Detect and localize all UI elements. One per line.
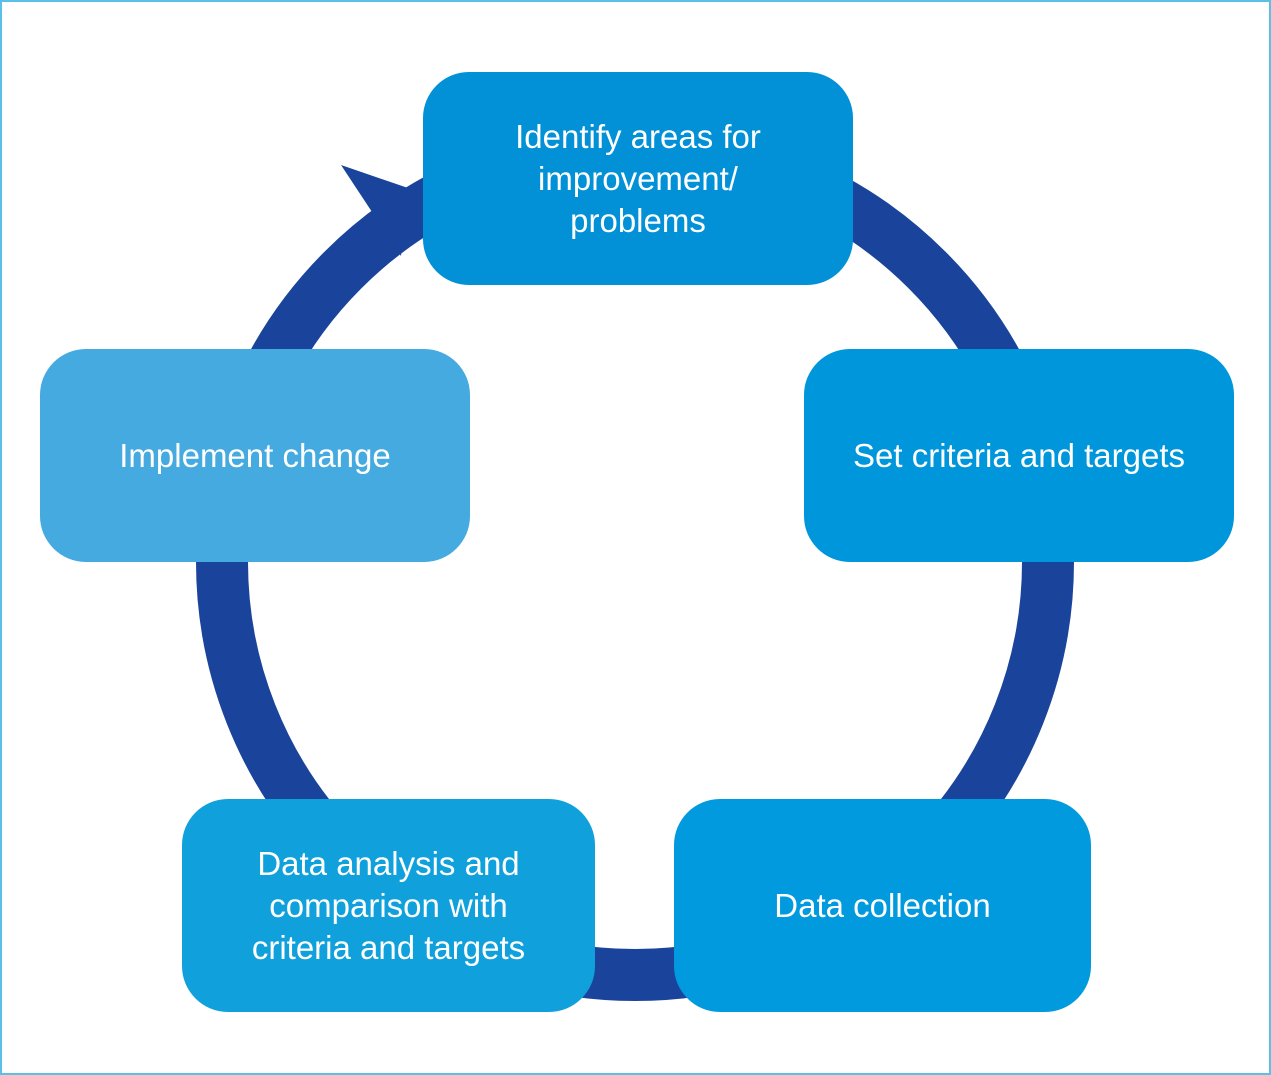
step-identify-areas: Identify areas for improvement/ problems <box>423 72 853 285</box>
step-set-criteria: Set criteria and targets <box>804 349 1234 562</box>
step-criteria-label: Set criteria and targets <box>853 436 1185 474</box>
step-implement-label: Implement change <box>119 436 391 474</box>
step-identify-label: Identify areas for improvement/ problems <box>515 117 761 239</box>
step-analysis-label: Data analysis and comparison with criter… <box>251 844 526 966</box>
step-implement-change: Implement change <box>40 349 470 562</box>
step-data-collection: Data collection <box>674 799 1091 1012</box>
step-data-analysis: Data analysis and comparison with criter… <box>182 799 595 1012</box>
cycle-arrowhead-icon <box>341 165 408 256</box>
step-collection-label: Data collection <box>774 886 991 924</box>
